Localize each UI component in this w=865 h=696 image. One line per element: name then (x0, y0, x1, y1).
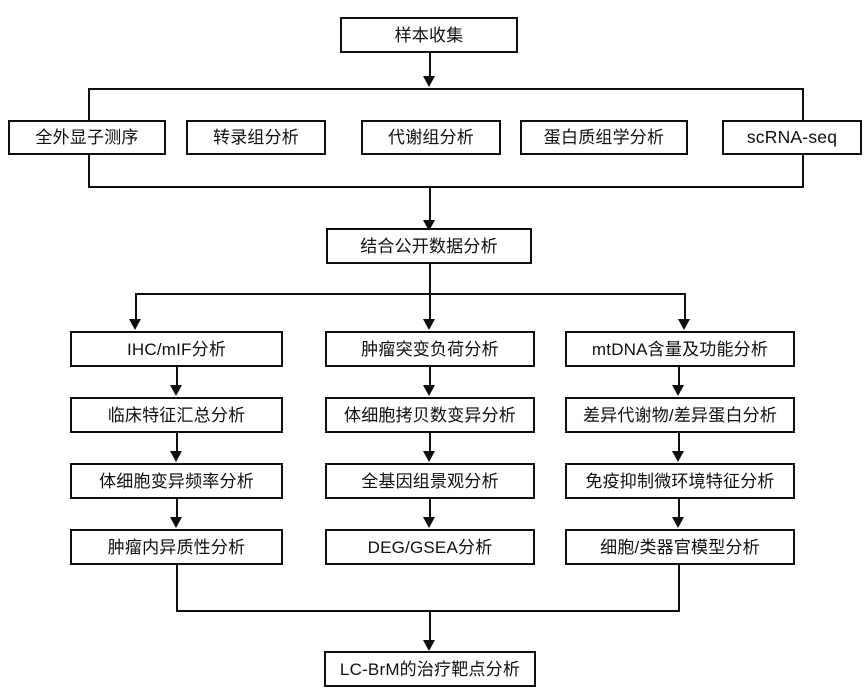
node-clinical-feature-summary[interactable]: 临床特征汇总分析 (70, 397, 283, 433)
connector-col3-2-3 (678, 433, 680, 452)
node-sample-collection[interactable]: 样本收集 (340, 17, 518, 53)
arrowhead-col1-1-2 (170, 385, 182, 396)
node-cell-organoid-model[interactable]: 细胞/类器官模型分析 (565, 529, 795, 565)
connector-col3-3-4 (678, 499, 680, 518)
arrowhead-col2-3-4 (423, 517, 435, 528)
connector-col1-3-4 (176, 499, 178, 518)
node-final-therapeutic-target[interactable]: LC-BrM的治疗靶点分析 (324, 651, 536, 687)
node-proteomics-analysis[interactable]: 蛋白质组学分析 (520, 120, 688, 155)
node-intratumor-heterogeneity[interactable]: 肿瘤内异质性分析 (70, 529, 283, 565)
merge-branch-left (176, 565, 178, 610)
arrowhead-bus-to-public-data (423, 220, 435, 231)
merge-bar (176, 610, 680, 612)
connector-sample-to-bus (429, 53, 431, 77)
node-differential-metabolite-protein[interactable]: 差异代谢物/差异蛋白分析 (565, 397, 795, 433)
connector-bus-to-public-data (429, 186, 431, 221)
connector-col2-3-4 (429, 499, 431, 518)
arrowhead-col2-1-2 (423, 385, 435, 396)
connector-col1-2-3 (176, 433, 178, 452)
node-whole-exome-sequencing[interactable]: 全外显子测序 (8, 120, 166, 155)
arrowhead-col3-2-3 (672, 451, 684, 462)
node-scrna-seq[interactable]: scRNA-seq (722, 120, 862, 155)
connector-col3-1-2 (678, 367, 680, 386)
node-tumor-mutation-burden[interactable]: 肿瘤突变负荷分析 (325, 331, 535, 367)
node-somatic-copy-number-variation[interactable]: 体细胞拷贝数变异分析 (325, 397, 535, 433)
arrowhead-sample-to-bus (423, 76, 435, 87)
node-deg-gsea-analysis[interactable]: DEG/GSEA分析 (325, 529, 535, 565)
arrowhead-column-mtdna (678, 319, 690, 330)
node-metabolome-analysis[interactable]: 代谢组分析 (361, 120, 501, 155)
fanout-branch-right (684, 293, 686, 320)
connector-col2-1-2 (429, 367, 431, 386)
arrowhead-col1-3-4 (170, 517, 182, 528)
fanout-branch-left (135, 293, 137, 320)
arrowhead-column-ihc (129, 319, 141, 330)
node-transcriptome-analysis[interactable]: 转录组分析 (186, 120, 326, 155)
node-somatic-variant-frequency[interactable]: 体细胞变异频率分析 (70, 463, 283, 499)
node-public-data-analysis[interactable]: 结合公开数据分析 (326, 228, 532, 264)
arrowhead-col3-1-2 (672, 385, 684, 396)
node-ihc-mif-analysis[interactable]: IHC/mIF分析 (70, 331, 283, 367)
connector-merge-to-final (429, 610, 431, 641)
arrowhead-col3-3-4 (672, 517, 684, 528)
node-immunosuppressive-microenvironment[interactable]: 免疫抑制微环境特征分析 (565, 463, 795, 499)
arrowhead-column-genomics (423, 319, 435, 330)
node-mtdna-content-function[interactable]: mtDNA含量及功能分析 (565, 331, 795, 367)
arrowhead-col2-2-3 (423, 451, 435, 462)
connector-col2-2-3 (429, 433, 431, 452)
arrowhead-merge-to-final (423, 640, 435, 651)
connector-public-data-down (429, 264, 431, 293)
fanout-branch-center (429, 293, 431, 320)
connector-col1-1-2 (176, 367, 178, 386)
bus-bottom-omics (88, 186, 804, 188)
arrowhead-col1-2-3 (170, 451, 182, 462)
fanout-bar (135, 293, 686, 295)
merge-branch-right (678, 565, 680, 610)
node-whole-genome-landscape[interactable]: 全基因组景观分析 (325, 463, 535, 499)
bus-top-omics (88, 88, 802, 90)
